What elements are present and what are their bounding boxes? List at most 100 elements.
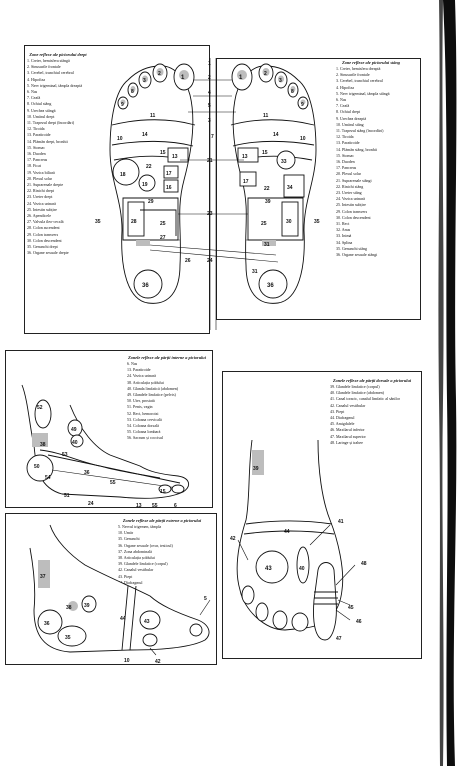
svg-text:35: 35 [95, 219, 101, 225]
legend-left-foot-item: 7. Ceafă [336, 103, 350, 109]
svg-text:15: 15 [262, 150, 268, 156]
legend-left-foot-item: 31. Rect [336, 221, 350, 227]
inner-side-legend-item: 55. Coloana lombară [127, 429, 161, 435]
legend-left-foot-item: 35. Genunchi stâng [336, 245, 367, 251]
svg-text:10: 10 [124, 658, 130, 664]
svg-text:17: 17 [243, 179, 249, 185]
svg-text:40: 40 [299, 566, 305, 572]
dorsal-legend: Zonele reflexe ale părții dorsale a pici… [330, 378, 414, 446]
svg-text:46: 46 [356, 619, 362, 625]
outer-side-legend-item: 44. Diafragmul [118, 579, 143, 585]
svg-text:5: 5 [204, 596, 207, 602]
svg-text:51: 51 [64, 493, 70, 499]
dorsal-legend-item: 41. Canal toracic, canalul limfatic al s… [330, 396, 400, 402]
legend-right-foot-item: 11. Trapezul drept (încordări) [27, 120, 75, 126]
legend-right-foot-item: 4. Hipofiza [27, 76, 45, 82]
svg-text:2: 2 [208, 75, 211, 81]
svg-text:52: 52 [37, 405, 43, 411]
svg-text:4: 4 [208, 90, 211, 96]
inner-side-legend-item: 53. Coloana cervicală [127, 416, 162, 422]
legend-left-foot-item: 29. Colon transvers [336, 208, 368, 214]
svg-text:55: 55 [152, 503, 158, 509]
svg-text:2: 2 [264, 71, 267, 77]
outer-side-legend-title: Zonele reflexe ale părții externe a pici… [122, 518, 202, 523]
legend-left-foot-item: 17. Pancreas [336, 165, 357, 171]
inner-side-legend-item: 40. Glanda limfatică (abdomen) [127, 385, 179, 391]
svg-text:24: 24 [207, 258, 213, 264]
legend-left-foot-item: 3. Cerebel, trunchiul cerebral [336, 78, 383, 84]
legend-right-foot-item: 16. Duoden [27, 151, 46, 157]
svg-text:16: 16 [166, 185, 172, 191]
legend-right-foot-item: 21. Suprarenale drepte [27, 182, 64, 188]
svg-text:22: 22 [146, 164, 152, 170]
svg-text:38: 38 [40, 442, 46, 448]
legend-left-foot-item: 2. Sinusurile frontale [336, 72, 370, 78]
legend-right-foot-item: 3. Cerebel, trunchiul cerebral [27, 70, 74, 76]
inner-side-legend-item: 24. Vezica urinară [127, 373, 156, 379]
svg-text:47: 47 [336, 636, 342, 642]
legend-right-foot-item: 22. Rinichi drept [27, 188, 54, 194]
svg-text:45: 45 [348, 605, 354, 611]
dorsal-legend-item: 46. Maxilarul inferior [330, 427, 365, 433]
svg-text:14: 14 [273, 132, 279, 138]
legend-left-foot-item: 36. Organe sexuale stângi [336, 252, 378, 258]
legend-right-foot-item: 27. Valvula ileo-cecală [27, 219, 64, 225]
legend-left-foot: Zone reflexe ale piciorului stâng 1. Cre… [336, 60, 406, 258]
svg-text:19: 19 [142, 182, 148, 188]
inner-side-legend-item: 6. Nas [127, 361, 138, 366]
outer-side-legend-item: 35. Genunchi [118, 536, 140, 542]
legend-right-foot-item: 12. Tiroida [27, 126, 45, 132]
svg-text:41: 41 [338, 519, 344, 525]
inner-side-legend-item: 52. Rect, hemoroizi [127, 410, 159, 416]
svg-text:31: 31 [252, 269, 258, 275]
legend-left-foot-item: 22. Rinichi stâng [336, 183, 364, 189]
svg-text:39: 39 [265, 199, 271, 205]
outer-side-legend-item: 36. Organe sexuale (ovar, testicul) [118, 542, 173, 548]
svg-text:25: 25 [160, 221, 166, 227]
legend-right-foot-item: 14. Plămân drept, bronhii [27, 138, 68, 144]
legend-left-foot-item: 32. Anus [336, 227, 351, 233]
legend-right-foot-item: 29. Colon transvers [27, 231, 59, 237]
outer-side-legend-item: 38. Articulația șoldului [118, 555, 155, 561]
svg-text:3: 3 [279, 78, 282, 84]
svg-text:49: 49 [71, 427, 77, 433]
legend-right-foot-item: 5. Nerv trigeminal, tâmpla dreaptă [27, 82, 83, 88]
legend-left-foot-item: 6. Nas [336, 97, 347, 103]
inner-side-legend: Zonele reflexe ale părții interne a pici… [127, 355, 207, 442]
outer-side-legend-item: 5. Nervul trigemen, tâmpla [118, 524, 162, 529]
legend-left-foot-item: 5. Nerv trigeminal, tâmpla stângă [336, 90, 390, 96]
svg-text:15: 15 [160, 489, 166, 495]
legend-left-foot-item: 25. Intestin subțire [336, 202, 366, 208]
inner-side-legend-item: 49. Glandele limfatice (pelvis) [127, 392, 176, 398]
inner-side-legend-title: Zonele reflexe ale părții interne a pici… [128, 355, 206, 360]
svg-text:10: 10 [300, 136, 306, 142]
svg-text:21: 21 [207, 158, 213, 164]
legend-right-foot-item: 35. Genunchi drept [27, 244, 58, 250]
scan-edge-artifact [438, 0, 457, 766]
svg-text:27: 27 [160, 235, 166, 241]
svg-text:33: 33 [281, 159, 287, 165]
legend-right-foot-item: 2. Sinusurile frontale [27, 64, 61, 70]
svg-text:15: 15 [160, 150, 166, 156]
svg-text:25: 25 [261, 221, 267, 227]
svg-text:36: 36 [84, 470, 90, 476]
legend-left-foot-item: 10. Umărul stâng [336, 121, 364, 127]
legend-right-foot-item: 28. Colon ascendent [27, 225, 60, 231]
legend-left-foot-item: 12. Tiroida [336, 134, 354, 140]
legend-right-foot-item: 20. Plexul solar [27, 175, 52, 181]
svg-text:43: 43 [144, 619, 150, 625]
svg-text:36: 36 [142, 283, 149, 289]
outer-side-legend-item: 39. Glandele limfatice (corpul) [118, 561, 168, 567]
legend-right-foot-item: 25. Intestin subțire [27, 206, 57, 212]
legend-right-foot-item: 19. Vezica biliară [27, 169, 55, 175]
outer-side-legend-item: 43. Piept [118, 573, 133, 579]
svg-text:42: 42 [155, 659, 161, 665]
svg-text:11: 11 [263, 113, 269, 119]
legend-right-foot-item: 10. Umărul drept [27, 113, 55, 119]
svg-text:22: 22 [264, 186, 270, 192]
svg-text:44: 44 [284, 529, 290, 535]
legend-right-foot-item: 6. Nas [27, 89, 38, 95]
svg-text:23: 23 [207, 211, 213, 217]
legend-left-foot-item: 24. Vezica urinară [336, 196, 365, 202]
legend-right-foot-item: 7. Ceafă [27, 95, 41, 101]
